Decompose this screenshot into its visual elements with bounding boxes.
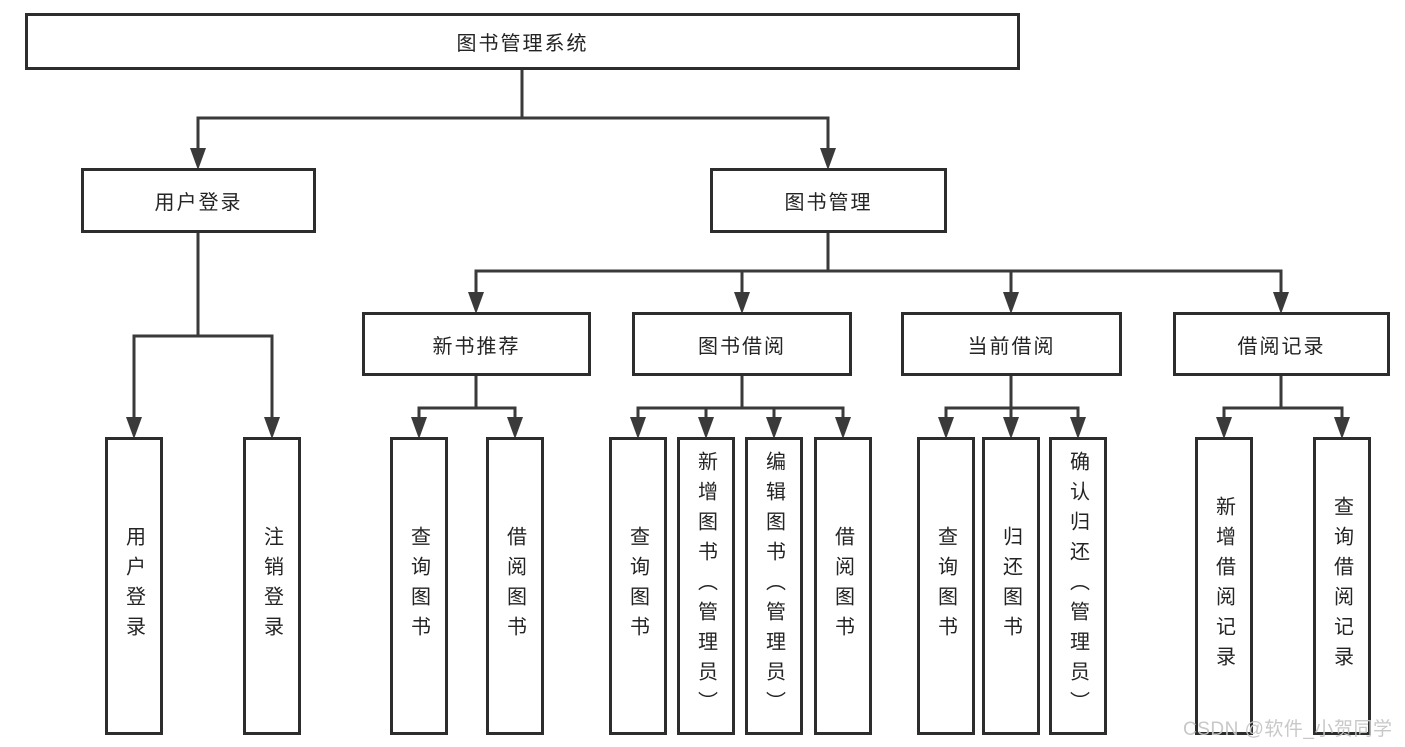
leaf-return-book: 归还图书 (982, 437, 1040, 735)
arrow-down-icon (468, 292, 484, 314)
node-root-library-system: 图书管理系统 (25, 13, 1020, 70)
arrow-down-icon (1003, 292, 1019, 314)
arrow-down-icon (1334, 417, 1350, 439)
arrow-down-icon (411, 417, 427, 439)
connector-line (474, 269, 1283, 296)
arrow-down-icon (734, 292, 750, 314)
node-user-login: 用户登录 (81, 168, 316, 233)
arrow-down-icon (264, 417, 280, 439)
arrow-down-icon (126, 417, 142, 439)
leaf-add-borrow-record: 新增借阅记录 (1195, 437, 1253, 735)
arrow-down-icon (698, 417, 714, 439)
leaf-query-books-borrow: 查询图书 (609, 437, 667, 735)
leaf-edit-book-admin: 编辑图书（管理员） (745, 437, 803, 735)
node-book-borrow: 图书借阅 (632, 312, 852, 376)
node-book-management: 图书管理 (710, 168, 947, 233)
node-current-borrow: 当前借阅 (901, 312, 1122, 376)
connector-line (636, 406, 845, 422)
arrow-down-icon (507, 417, 523, 439)
arrow-down-icon (1216, 417, 1232, 439)
arrow-down-icon (835, 417, 851, 439)
arrow-down-icon (820, 148, 836, 170)
csdn-watermark: CSDN @软件_小贺同学 (1183, 719, 1393, 740)
leaf-add-book-admin: 新增图书（管理员） (677, 437, 735, 735)
connector-line (944, 406, 1080, 422)
arrow-down-icon (938, 417, 954, 439)
leaf-query-books-recommend: 查询图书 (390, 437, 448, 735)
connector-line (132, 334, 274, 422)
leaf-borrow-books-recommend: 借阅图书 (486, 437, 544, 735)
arrow-down-icon (1273, 292, 1289, 314)
connector-line (196, 116, 830, 152)
arrow-down-icon (1070, 417, 1086, 439)
connector-line (417, 406, 517, 422)
leaf-query-borrow-record: 查询借阅记录 (1313, 437, 1371, 735)
arrow-down-icon (630, 417, 646, 439)
leaf-logout: 注销登录 (243, 437, 301, 735)
connector-line (1222, 406, 1344, 422)
arrow-down-icon (1003, 417, 1019, 439)
leaf-confirm-return-admin: 确认归还（管理员） (1049, 437, 1107, 735)
node-new-book-recommend: 新书推荐 (362, 312, 591, 376)
leaf-borrow-books: 借阅图书 (814, 437, 872, 735)
leaf-query-books-current: 查询图书 (917, 437, 975, 735)
arrow-down-icon (190, 148, 206, 170)
arrow-down-icon (766, 417, 782, 439)
node-borrow-records: 借阅记录 (1173, 312, 1390, 376)
leaf-user-login: 用户登录 (105, 437, 163, 735)
